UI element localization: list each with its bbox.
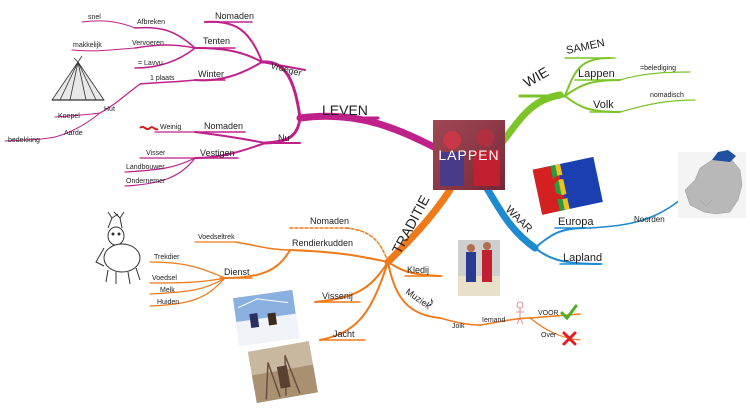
huiden-label[interactable]: Huiden xyxy=(157,299,179,306)
leven-main-line xyxy=(296,112,444,154)
branch-leven xyxy=(4,20,444,187)
branch-traditie xyxy=(149,186,581,341)
branch-wie xyxy=(496,57,696,149)
snel-label[interactable]: snel xyxy=(88,14,101,21)
ondernemer-label[interactable]: Ondernemer xyxy=(126,178,166,185)
visser-label[interactable]: Visser xyxy=(146,150,166,157)
nu-label[interactable]: Nu xyxy=(278,133,290,143)
lavvu-label[interactable]: = Lavvu xyxy=(138,60,163,67)
hut-label[interactable]: Hut xyxy=(104,106,115,113)
koepel-label[interactable]: Koepel xyxy=(58,113,80,120)
winter-label[interactable]: Winter xyxy=(198,69,224,79)
voor-label[interactable]: VOOR xyxy=(538,310,559,317)
weinig-label[interactable]: Weinig xyxy=(160,124,181,131)
nu-nomaden-label[interactable]: Nomaden xyxy=(204,121,243,131)
worm-icon xyxy=(139,125,159,131)
samen-label[interactable]: SAMEN xyxy=(565,37,606,57)
europa-label[interactable]: Europa xyxy=(558,216,594,228)
iemand-label[interactable]: Iemand xyxy=(482,317,505,324)
noorden-label[interactable]: Noorden xyxy=(634,215,665,224)
vissenij-label[interactable]: Vissenij xyxy=(322,291,353,301)
europe-map-icon xyxy=(678,150,746,218)
wie-label[interactable]: WIE xyxy=(521,64,552,91)
visserij-photo xyxy=(232,289,300,346)
singer-icon xyxy=(516,301,524,325)
vestigen-label[interactable]: Vestigen xyxy=(200,148,235,158)
jacht-photo xyxy=(247,341,318,404)
over-label[interactable]: Over xyxy=(541,332,557,339)
volk-label[interactable]: Volk xyxy=(593,99,614,111)
check-icon xyxy=(560,304,578,321)
nomadisch-label[interactable]: nomadisch xyxy=(650,92,684,99)
belediging-label[interactable]: =belediging xyxy=(640,65,676,72)
vroeger-underline xyxy=(261,61,306,71)
vervoeren-label[interactable]: Vervoeren xyxy=(132,40,164,47)
traditie-nomaden-label[interactable]: Nomaden xyxy=(310,216,349,226)
dienst-label[interactable]: Dienst xyxy=(224,267,250,277)
melk-label[interactable]: Melk xyxy=(160,287,175,294)
caribou-icon xyxy=(95,211,141,285)
rendierkudden-label[interactable]: Rendierkudden xyxy=(292,238,353,248)
lappen-label[interactable]: Lappen xyxy=(578,68,615,80)
branch-waar xyxy=(481,181,681,265)
lapland-label[interactable]: Lapland xyxy=(563,252,602,264)
trekdier-label[interactable]: Trekdier xyxy=(154,254,180,261)
aarde-label[interactable]: Aarde xyxy=(64,130,83,137)
sami-flag-icon xyxy=(532,156,603,215)
landbouwer-label[interactable]: Landbouwer xyxy=(126,164,165,171)
joik-label[interactable]: Joik xyxy=(452,323,465,330)
een-plaats-label[interactable]: 1 plaats xyxy=(150,75,175,82)
jacht-label[interactable]: Jacht xyxy=(333,329,355,339)
vroeger-nomaden-label[interactable]: Nomaden xyxy=(215,11,254,21)
vroeger-line xyxy=(260,60,302,120)
vroeger-label[interactable]: Vroeger xyxy=(269,60,302,78)
center-node[interactable]: LAPPEN xyxy=(433,120,505,190)
bedekking-label[interactable]: bedekking xyxy=(8,137,40,144)
tenten-label[interactable]: Tenten xyxy=(203,36,230,46)
tent-icon xyxy=(51,55,105,101)
cross-icon xyxy=(562,331,577,346)
leven-label[interactable]: LEVEN xyxy=(322,102,368,118)
kledij-label[interactable]: Kledij xyxy=(407,265,429,275)
makkelijk-label[interactable]: makkelijk xyxy=(73,42,102,49)
afbreken-label[interactable]: Afbreken xyxy=(137,19,165,26)
voedsel-label[interactable]: Voedsel xyxy=(152,275,177,282)
voedseltrek-label[interactable]: Voedseltrek xyxy=(198,234,235,241)
music-note-icon: ♪ xyxy=(428,294,435,309)
center-label: LAPPEN xyxy=(438,147,499,163)
kledij-photo xyxy=(458,240,500,296)
